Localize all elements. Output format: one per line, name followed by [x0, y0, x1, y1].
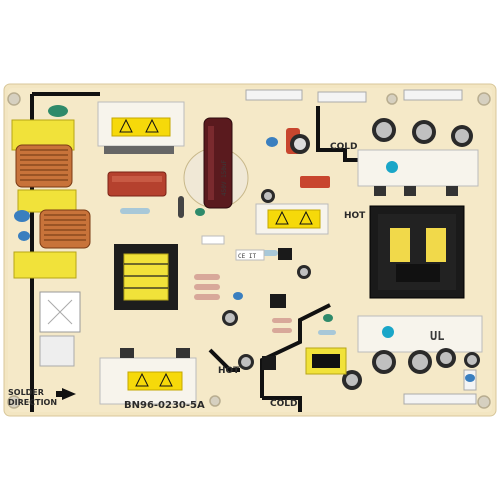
svg-text:UL: UL: [430, 329, 444, 343]
input-filter-section: SOLDER DIRECTION: [8, 105, 91, 407]
solder-direction-marking: SOLDER DIRECTION: [8, 388, 76, 407]
cold-label-2: COLD: [270, 399, 297, 409]
common-mode-choke-1: [15, 144, 73, 188]
top-connectors: [245, 89, 463, 103]
common-mode-choke-2: [39, 209, 91, 249]
resistors: [120, 196, 336, 335]
ac-input-connector: [39, 291, 81, 367]
hot-label-2: HOT: [218, 366, 240, 376]
standby-transformer: [114, 244, 178, 310]
board-label: CE IT: [201, 235, 265, 261]
heatsink-top-left: [97, 101, 185, 154]
direction-label: DIRECTION: [8, 398, 57, 407]
film-capacitor: [107, 128, 330, 197]
heatsink-right-lower: UL: [357, 315, 483, 353]
small-ceramic-caps: [195, 137, 475, 382]
hot-label-1: HOT: [344, 211, 366, 221]
cold-label-1: COLD: [330, 142, 357, 152]
heatsink-right-upper: [357, 149, 479, 196]
bulk-capacitor: 450V 150uF: [183, 117, 249, 209]
mounting-holes: [7, 92, 491, 409]
capacitor-rating: 450V 150uF: [221, 159, 228, 196]
output-inductor: [305, 347, 347, 375]
main-transformer: [369, 205, 465, 299]
heatsink-bottom-left: [99, 348, 197, 405]
solder-label: SOLDER: [8, 388, 44, 397]
electrolytic-capacitors: [222, 118, 480, 390]
integrated-circuits: [262, 248, 292, 370]
heatsink-center: [255, 203, 329, 235]
small-label-text: CE IT: [238, 253, 256, 260]
part-number-label: BN96-0230-5A: [124, 400, 205, 411]
